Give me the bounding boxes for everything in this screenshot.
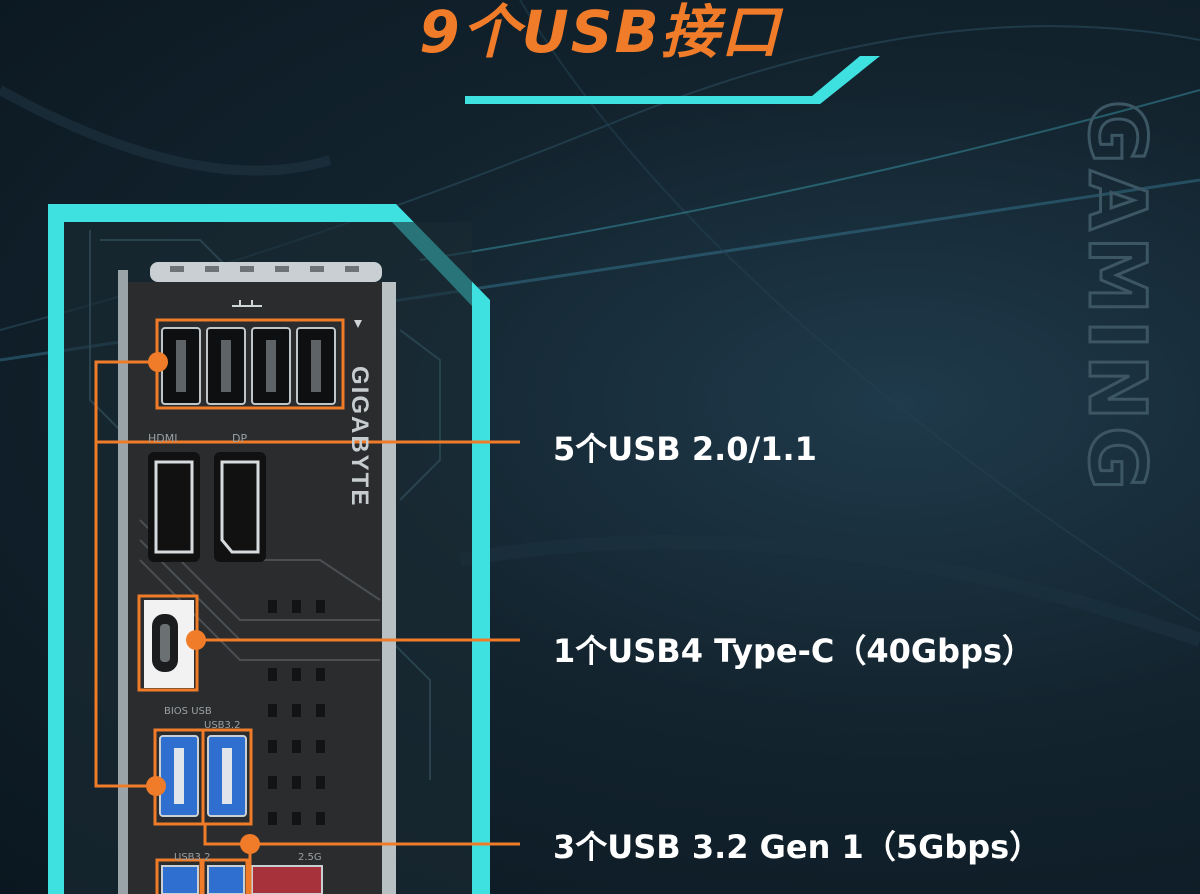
dp-label: DP — [232, 432, 247, 445]
bios-usb-label: BIOS USB — [164, 706, 212, 717]
usb-symbol-icon — [232, 300, 262, 307]
lan-speed-label: 2.5G — [298, 852, 322, 863]
usb-c-port — [144, 600, 194, 688]
usb4-callout-label: 1个USB4 Type-C（40Gbps） — [553, 632, 1035, 670]
usb2-ports — [161, 327, 336, 405]
hdmi-label: HDMI — [148, 432, 177, 445]
callout-dot — [240, 834, 260, 854]
usb2-callout-label: 5个USB 2.0/1.1 — [553, 430, 817, 468]
usb32-label: USB3.2 — [204, 720, 240, 731]
title-underline — [465, 56, 880, 104]
callout-dot — [148, 352, 168, 372]
lan-port — [251, 865, 323, 894]
callout-dot — [186, 630, 206, 650]
usb3-callout-label: 3个USB 3.2 Gen 1（5Gbps） — [553, 828, 1042, 866]
callout-dot — [146, 776, 166, 796]
usb32-label-2: USB3.2 — [174, 852, 210, 863]
page-title: 9个USB接口 — [419, 0, 781, 66]
brand-text: GIGABYTE — [346, 366, 373, 507]
gaming-watermark: GAMING — [1071, 100, 1161, 496]
video-ports — [148, 452, 266, 562]
usb3-ports — [159, 735, 323, 894]
